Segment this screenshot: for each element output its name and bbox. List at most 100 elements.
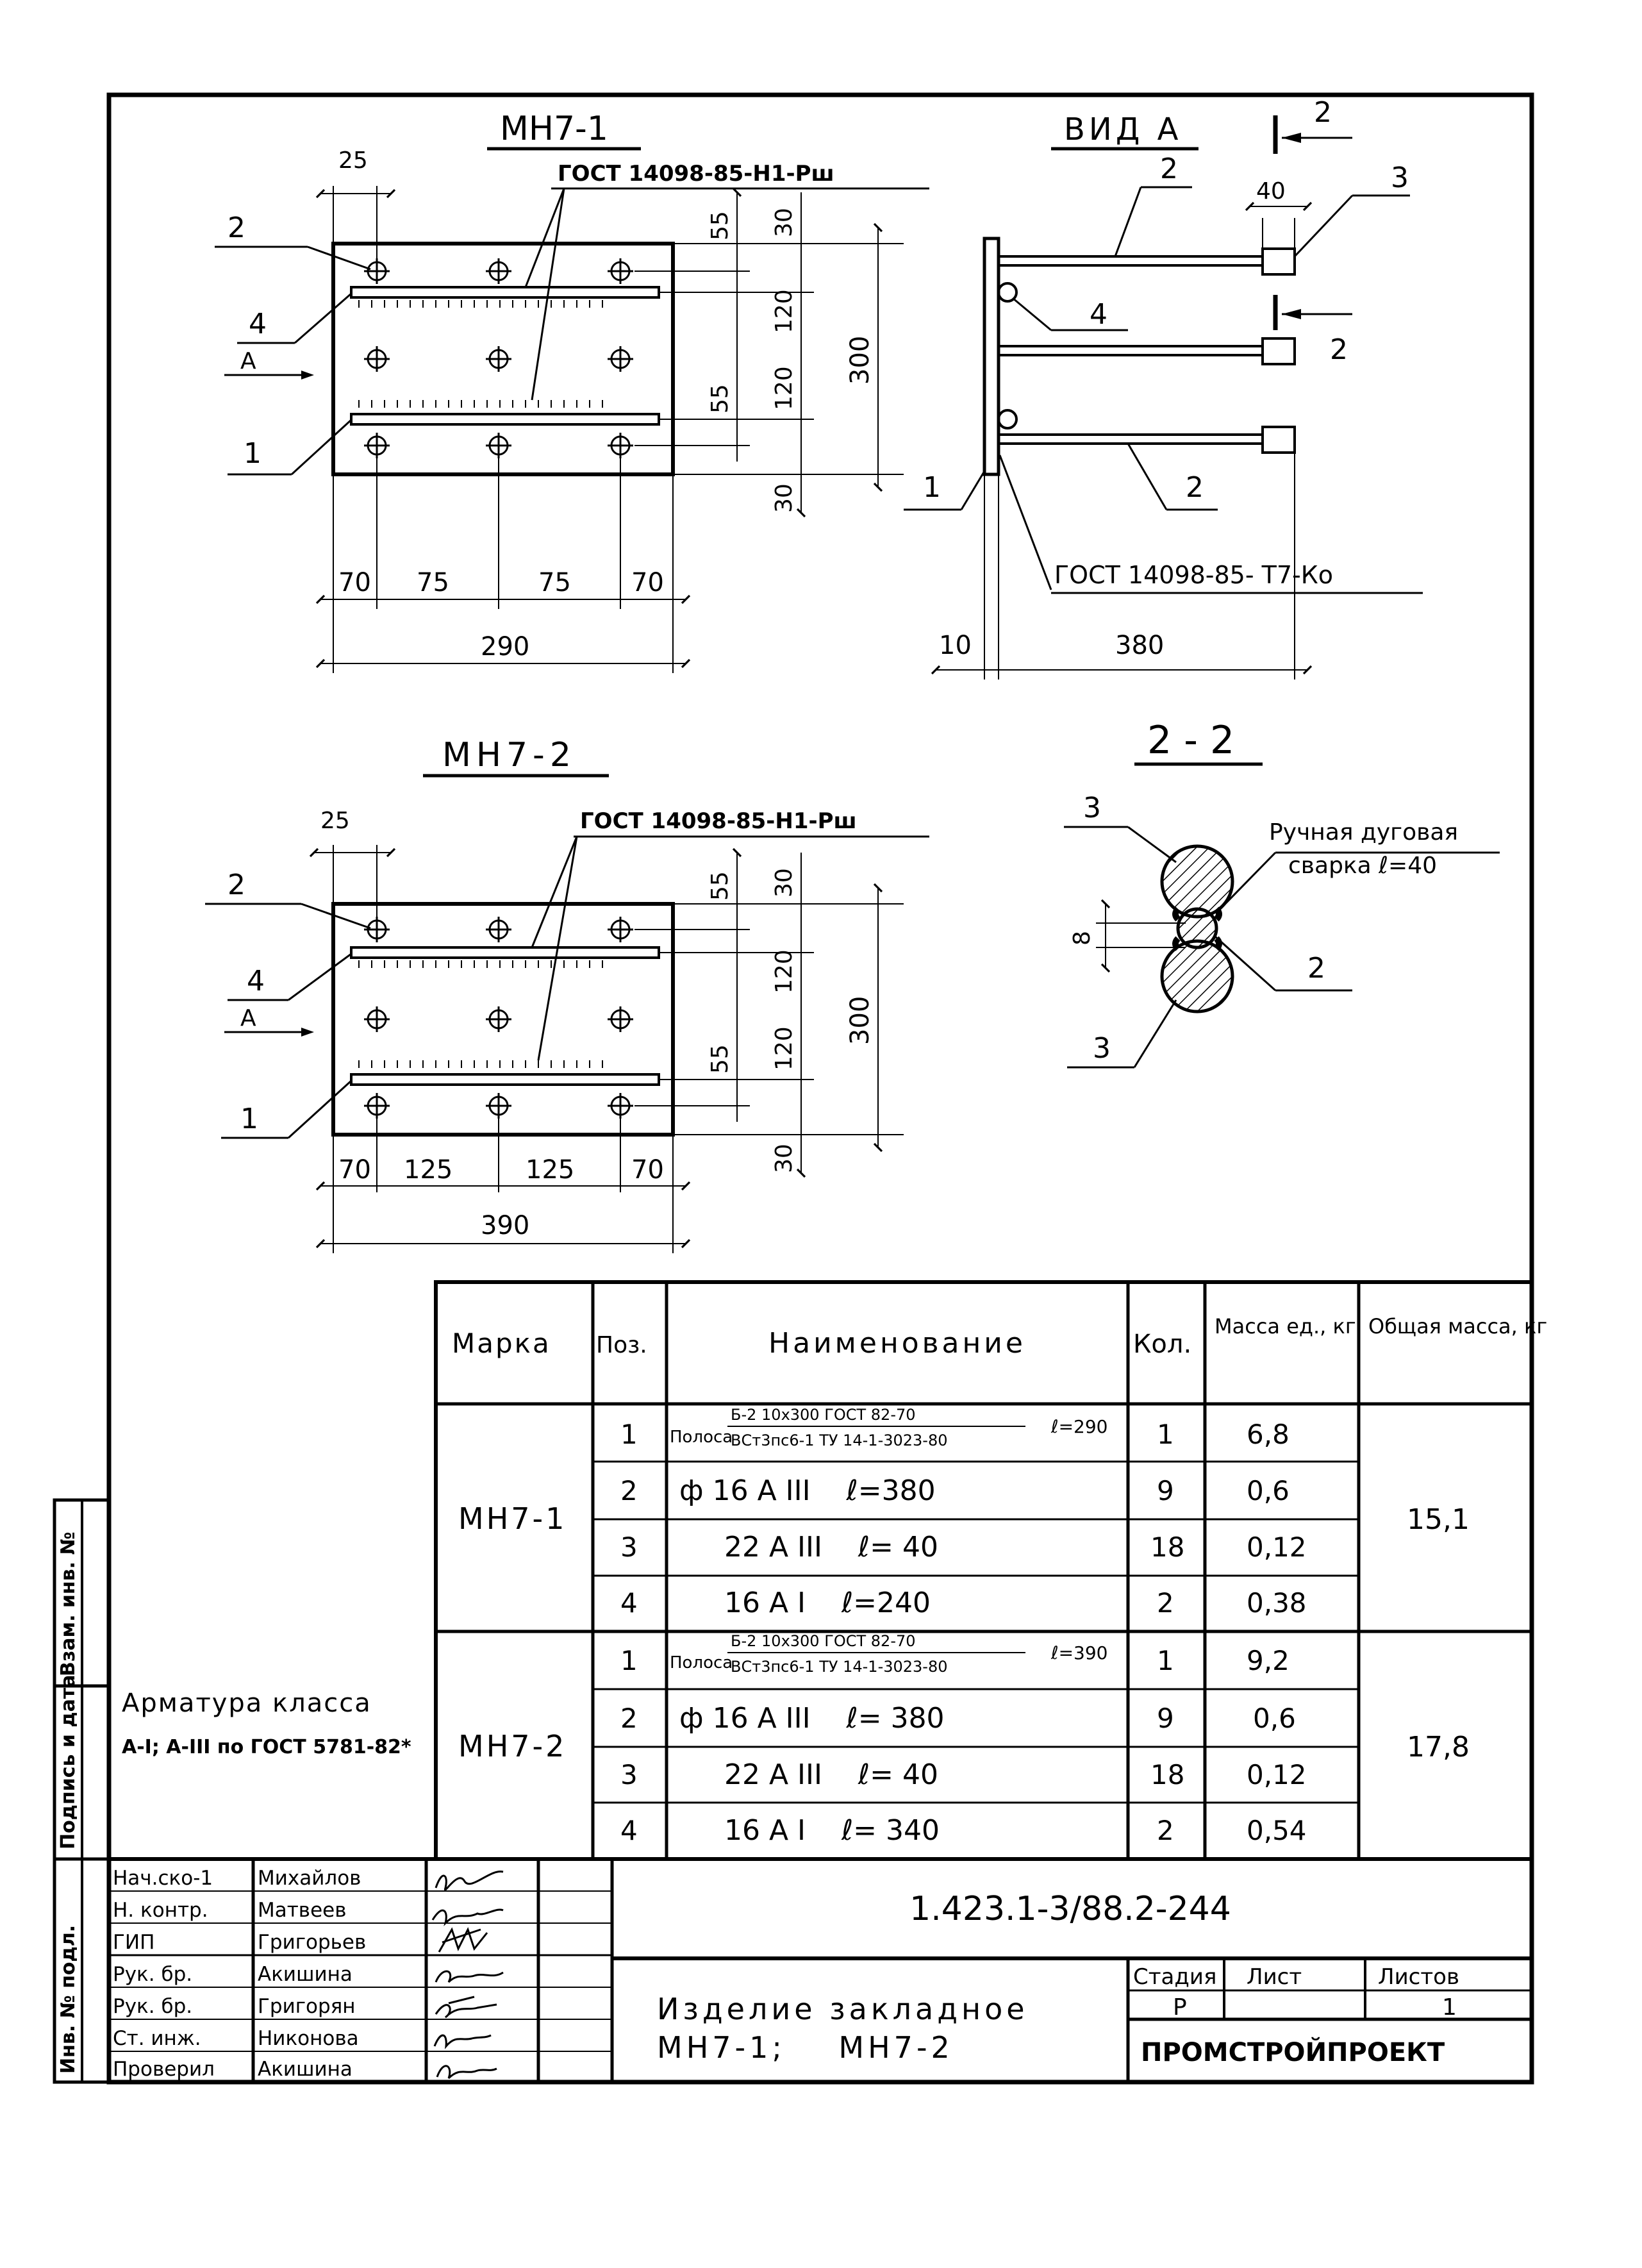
row-pos: 3	[620, 1759, 638, 1790]
mn7-1-plate	[331, 242, 675, 476]
table-header-qty: Кол.	[1133, 1330, 1191, 1359]
view-a-dim-40: 40	[1256, 178, 1286, 204]
signatures	[431, 1871, 504, 2080]
view-a-plate	[983, 237, 1000, 476]
mn7-1-dim-55a: 55	[707, 211, 733, 240]
table-header-mark: Марка	[452, 1328, 551, 1359]
mn7-2-dim-125a: 125	[404, 1155, 452, 1185]
mn7-1-dim-300: 300	[845, 336, 875, 385]
row-qty: 2	[1157, 1815, 1174, 1846]
view-a-dim-380: 380	[1115, 631, 1164, 660]
section-pos-2: 2	[1307, 952, 1325, 985]
mn7-2-dim-55b: 55	[707, 1044, 733, 1074]
mn7-2-pos-2: 2	[228, 869, 245, 901]
row-name-polosa: Полоса	[670, 1653, 733, 1672]
mn7-1-dim-70b: 70	[631, 568, 664, 597]
person-name: Михайлов	[258, 1867, 361, 1890]
signature	[435, 1996, 497, 2019]
mn7-2-dim-25: 25	[320, 808, 350, 834]
row-qty: 9	[1157, 1703, 1174, 1734]
person-name: Акишина	[258, 2058, 352, 2081]
row-mass: 0,6	[1247, 1475, 1290, 1506]
spec-table	[434, 1280, 1534, 1861]
row-mass: 0,54	[1247, 1815, 1307, 1846]
side-stamp: Инв. № подл. Подпись и дата Взам. инв. №	[53, 1498, 111, 2084]
person-name: Матвеев	[258, 1899, 347, 1922]
group-mark-mn7-1: МН7-1	[458, 1501, 567, 1536]
mn7-2-dim-300: 300	[845, 996, 875, 1045]
view-mn7-1: МН7-1 ГОСТ 14098-85-Н1-Рш 25	[215, 110, 929, 673]
mn7-2-weld-ticks-top	[358, 960, 603, 968]
view-a: ВИД А 2 2 40 2 3	[904, 96, 1423, 680]
signature	[433, 2034, 492, 2049]
person-role: Ст. инж.	[113, 2027, 201, 2050]
signature	[438, 1927, 488, 1953]
mn7-2-anchors	[364, 917, 633, 1119]
mn7-1-dim-30b: 30	[771, 483, 797, 513]
side-stamp-vzam-inv: Взам. инв. №	[57, 1531, 79, 1676]
row-name: 16 А I ℓ=240	[724, 1587, 931, 1619]
row-pos: 2	[620, 1475, 638, 1506]
mn7-2-pos-1: 1	[240, 1103, 258, 1135]
doc-code: 1.423.1-3/88.2-244	[909, 1890, 1231, 1928]
row-name: 16 А I ℓ= 340	[724, 1814, 940, 1847]
table-header-name: Наименование	[768, 1327, 1026, 1360]
mn7-1-gost: ГОСТ 14098-85-Н1-Рш	[558, 161, 834, 187]
organization: ПРОМСТРОЙПРОЕКТ	[1141, 2037, 1445, 2067]
group-mark-mn7-2: МН7-2	[458, 1729, 567, 1764]
person-role: Н. контр.	[113, 1899, 208, 1922]
row-mass: 0,38	[1247, 1587, 1307, 1619]
sheet-label: Лист	[1247, 1964, 1302, 1990]
table-header-pos: Поз.	[596, 1332, 647, 1358]
mn7-2-dim-390: 390	[481, 1211, 529, 1240]
view-a-pos-4: 4	[1090, 298, 1107, 331]
person-name: Никонова	[258, 2027, 359, 2050]
row-pos: 1	[620, 1645, 638, 1676]
mn7-2-dim-70a: 70	[338, 1155, 371, 1185]
doc-name-2: МН7-1; МН7-2	[657, 2030, 954, 2065]
section-pos-3-bottom: 3	[1093, 1032, 1111, 1065]
row-qty: 18	[1150, 1531, 1184, 1563]
view-a-section-mark-top: 2	[1314, 96, 1332, 129]
sheet-frame	[106, 92, 1534, 2085]
mn7-2-dim-70b: 70	[631, 1155, 664, 1185]
section-bar-3-bottom	[1160, 939, 1234, 1013]
row-pos: 4	[620, 1587, 638, 1619]
row-qty: 9	[1157, 1475, 1174, 1506]
mn7-1-pos-4: 4	[249, 308, 267, 340]
mn7-1-dim-290: 290	[481, 632, 529, 662]
mn7-2-weld-ticks-bottom	[358, 1060, 603, 1068]
row-pos: 3	[620, 1531, 638, 1563]
table-header-total-mass: Общая масса, кг	[1368, 1314, 1547, 1338]
person-role: Рук. бр.	[113, 1963, 192, 1986]
title-block	[109, 1857, 1532, 2082]
mn7-2-plate	[331, 902, 675, 1137]
row-mass: 0,6	[1253, 1703, 1296, 1734]
mn7-1-pos-2: 2	[228, 212, 245, 244]
person-name: Григорьев	[258, 1931, 366, 1954]
view-mn7-2: МН7-2 ГОСТ 14098-85-Н1-Рш 25 2 4	[205, 736, 929, 1253]
mn7-1-rebar-top	[350, 286, 660, 299]
person-role: Рук. бр.	[113, 1995, 192, 2018]
note-line-1: Арматура класса	[122, 1688, 372, 1718]
mn7-2-pos-4: 4	[247, 965, 265, 997]
side-stamp-inv-podl: Инв. № подл.	[57, 1925, 79, 2074]
mn7-1-dim-75a: 75	[417, 568, 449, 597]
row-pos: 1	[620, 1419, 638, 1450]
row-qty: 1	[1157, 1645, 1174, 1676]
mn7-2-arrow-a: А	[240, 1005, 256, 1031]
view-a-dim-10: 10	[939, 631, 972, 660]
mn7-2-dim-30b: 30	[771, 1144, 797, 1173]
row-qty: 1	[1157, 1419, 1174, 1450]
view-a-pos-2-top: 2	[1160, 153, 1178, 185]
doc-name-1: Изделие закладное	[657, 1992, 1029, 2026]
row-name-polosa: Полоса	[670, 1428, 733, 1447]
table-header-unit-mass: Масса ед., кг	[1215, 1314, 1356, 1338]
section-welds	[1172, 906, 1222, 951]
view-a-pos-1: 1	[923, 471, 941, 504]
section-weld-label-1: Ручная дуговая	[1269, 819, 1458, 846]
mn7-1-dim-70a: 70	[338, 568, 371, 597]
mn7-1-dim-120a: 120	[771, 289, 797, 333]
mn7-1-weld-ticks-bottom	[358, 400, 603, 408]
mn7-1-dim-25: 25	[338, 147, 368, 174]
